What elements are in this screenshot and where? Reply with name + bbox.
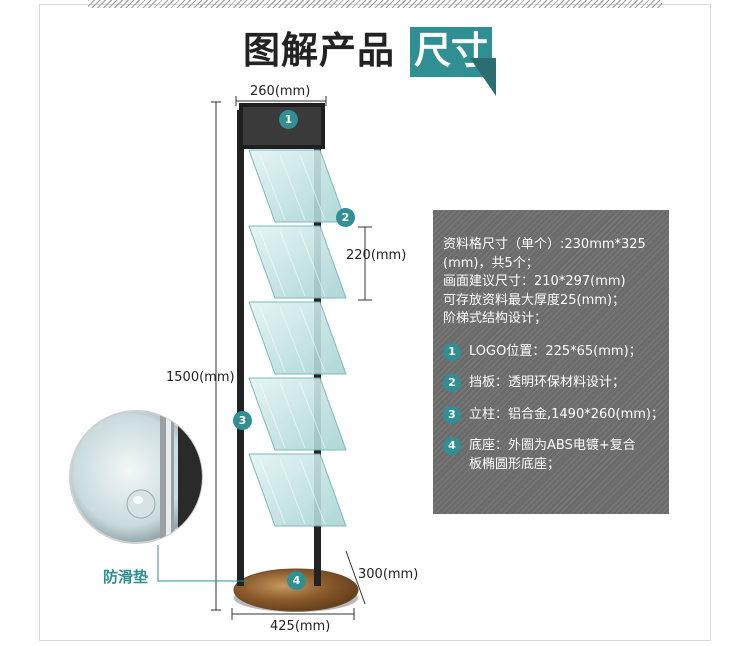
dim-base-width: 425(mm): [270, 619, 331, 634]
dim-base-depth: 300(mm): [358, 567, 419, 582]
dim-shelf-spacing: 220(mm): [346, 248, 407, 263]
feature-badge: 1: [443, 342, 461, 361]
marker-4: 4: [287, 571, 306, 590]
feature-item-1: 1 LOGO位置：225*65(mm)；: [443, 342, 669, 362]
feature-text: 挡板：透明环保材料设计；: [469, 375, 626, 390]
spec-line: (mm)，共5个；: [443, 255, 539, 271]
top-hatch-decoration: [88, 0, 662, 8]
feature-item-4: 4 底座：外圈为ABS电镀+复合 板椭圆形底座；: [443, 437, 669, 474]
feature-badge: 4: [443, 437, 461, 455]
feature-badge: 3: [443, 405, 461, 424]
feature-text: 立柱：铝合金,1490*260(mm)；: [469, 406, 665, 422]
pole-left: [237, 110, 244, 586]
spec-line: 可存放资料最大厚度25(mm)；: [443, 292, 626, 308]
feature-item-2: 2 挡板：透明环保材料设计；: [443, 374, 669, 393]
marker-2: 2: [336, 208, 355, 227]
feature-badge: 2: [443, 374, 461, 392]
marker-1: 1: [279, 110, 298, 129]
spec-info-panel: 资料格尺寸（单个）:230mm*325 (mm)，共5个； 画面建议尺寸：210…: [433, 210, 669, 514]
spec-line: 阶梯式结构设计；: [443, 311, 548, 326]
spec-line: 资料格尺寸（单个）:230mm*325: [443, 237, 646, 252]
marker-3: 3: [233, 411, 252, 430]
anti-slip-pad-label: 防滑垫: [103, 568, 149, 586]
zoom-detail-circle: [69, 410, 203, 544]
dim-height: 1500(mm): [166, 370, 235, 385]
callout-line: [157, 545, 248, 582]
dim-top-width: 260(mm): [250, 84, 311, 99]
feature-text: 底座：外圈为ABS电镀+复合 板椭圆形底座；: [469, 438, 636, 472]
glass-shelves: [248, 149, 347, 527]
page-title-main: 图解产品: [243, 29, 395, 72]
page-title-highlight: 尺寸: [410, 27, 492, 77]
title-fold-decoration: [470, 58, 496, 96]
feature-item-3: 3 立柱：铝合金,1490*260(mm)；: [443, 405, 669, 425]
anti-slip-pad-icon: [126, 489, 156, 519]
base-plate: [233, 568, 359, 612]
dimension-lines: [211, 96, 372, 620]
spec-line: 画面建议尺寸：210*297(mm): [443, 274, 626, 289]
feature-text: LOGO位置：225*65(mm)；: [469, 343, 642, 359]
